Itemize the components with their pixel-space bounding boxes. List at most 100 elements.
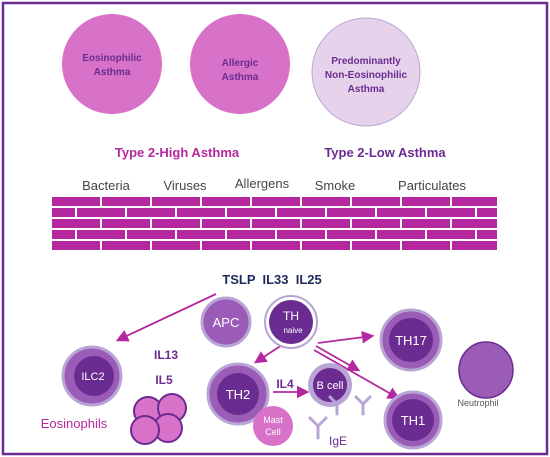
il13-label: IL13: [154, 348, 178, 362]
eosinophils-label: Eosinophils: [41, 416, 108, 431]
trigger-bacteria: Bacteria: [82, 178, 130, 193]
wall-brick: [327, 208, 375, 217]
b-cell: B cell: [308, 363, 352, 407]
wall-brick: [302, 197, 350, 206]
wall-brick: [452, 219, 497, 228]
th2-cell: TH2: [206, 362, 270, 426]
naive-label: naive: [283, 326, 303, 335]
wall-brick: [327, 230, 375, 239]
non-eosinophilic-asthma-circle: Predominantly Non-Eosinophilic Asthma: [311, 17, 421, 127]
arrow-th-to-th2: [253, 344, 283, 364]
arrow-th-to-th1: [313, 349, 401, 400]
wall-brick: [402, 197, 450, 206]
eosinophils-cluster: [130, 393, 187, 445]
arrow-th-to-th17: [317, 331, 375, 344]
wall-brick: [177, 208, 225, 217]
ige-antibody-icon: [308, 395, 372, 440]
cytokines-tslp-il33-il25: TSLP IL33 IL25: [222, 272, 321, 287]
wall-brick: [152, 219, 200, 228]
wall-brick: [177, 230, 225, 239]
arrow-th-to-bcell: [315, 345, 361, 372]
trigger-allergens: Allergens: [235, 176, 290, 191]
trigger-particulates: Particulates: [398, 178, 466, 193]
wall-brick: [452, 197, 497, 206]
wall-brick: [277, 208, 325, 217]
non-eos-label-3: Asthma: [348, 84, 385, 95]
wall-brick: [52, 208, 75, 217]
allergic-label-1: Allergic: [222, 58, 259, 69]
trigger-viruses: Viruses: [163, 178, 207, 193]
wall-brick: [402, 241, 450, 250]
eosinophilic-label-1: Eosinophilic: [82, 53, 142, 64]
non-eos-label-1: Predominantly: [331, 56, 401, 67]
wall-brick: [102, 197, 150, 206]
wall-brick: [302, 241, 350, 250]
wall-brick: [202, 241, 250, 250]
wall-brick: [52, 230, 75, 239]
wall-brick: [377, 230, 425, 239]
apc-cell: APC: [200, 296, 252, 348]
th1-label: TH1: [401, 413, 426, 428]
wall-brick: [252, 219, 300, 228]
wall-brick: [202, 219, 250, 228]
wall-brick: [352, 219, 400, 228]
wall-brick: [302, 219, 350, 228]
wall-brick: [77, 208, 125, 217]
wall-brick: [227, 208, 275, 217]
type2-high-heading: Type 2-High Asthma: [115, 145, 240, 160]
wall-brick: [127, 230, 175, 239]
wall-brick: [352, 241, 400, 250]
ige-label: IgE: [329, 434, 347, 448]
wall-brick: [277, 230, 325, 239]
wall-brick: [352, 197, 400, 206]
apc-label: APC: [213, 315, 240, 330]
mast-label-1: Mast: [263, 415, 283, 425]
wall-brick: [77, 230, 125, 239]
allergic-asthma-circle: Allergic Asthma: [190, 14, 290, 114]
wall-brick: [52, 241, 100, 250]
airway-epithelium-wall: [52, 197, 497, 250]
wall-brick: [427, 208, 475, 217]
th1-cell: TH1: [383, 390, 443, 450]
wall-brick: [402, 219, 450, 228]
th-naive-cell: TH naive: [264, 295, 318, 349]
wall-brick: [152, 197, 200, 206]
ilc2-label: ILC2: [81, 371, 104, 383]
mast-label-2: Cell: [265, 427, 281, 437]
ilc2-cell: ILC2: [61, 345, 123, 407]
wall-brick: [102, 219, 150, 228]
wall-brick: [152, 241, 200, 250]
wall-brick: [427, 230, 475, 239]
wall-brick: [202, 197, 250, 206]
wall-brick: [477, 208, 497, 217]
arrow-cytokines-to-ilc2: [115, 293, 217, 342]
wall-brick: [52, 219, 100, 228]
th17-label: TH17: [395, 333, 427, 348]
il5-label: IL5: [155, 373, 173, 387]
wall-brick: [102, 241, 150, 250]
th-label: TH: [283, 309, 299, 323]
type2-low-heading: Type 2-Low Asthma: [324, 145, 446, 160]
wall-brick: [477, 230, 497, 239]
bcell-label: B cell: [317, 380, 344, 392]
wall-brick: [377, 208, 425, 217]
th17-cell: TH17: [379, 308, 443, 372]
th2-label: TH2: [226, 387, 251, 402]
non-eos-label-2: Non-Eosinophilic: [325, 70, 408, 81]
trigger-smoke: Smoke: [315, 178, 355, 193]
wall-brick: [227, 230, 275, 239]
allergic-label-2: Asthma: [222, 72, 259, 83]
wall-brick: [127, 208, 175, 217]
wall-brick: [52, 197, 100, 206]
eosinophilic-asthma-circle: Eosinophilic Asthma: [62, 14, 162, 114]
wall-brick: [252, 197, 300, 206]
wall-brick: [252, 241, 300, 250]
neutrophil-label: Neutrophil: [457, 398, 498, 408]
neutrophil-cell: [458, 341, 514, 399]
il4-label: IL4: [276, 377, 294, 391]
wall-brick: [452, 241, 497, 250]
eosinophilic-label-2: Asthma: [94, 67, 131, 78]
mast-cell: Mast Cell: [253, 406, 293, 446]
